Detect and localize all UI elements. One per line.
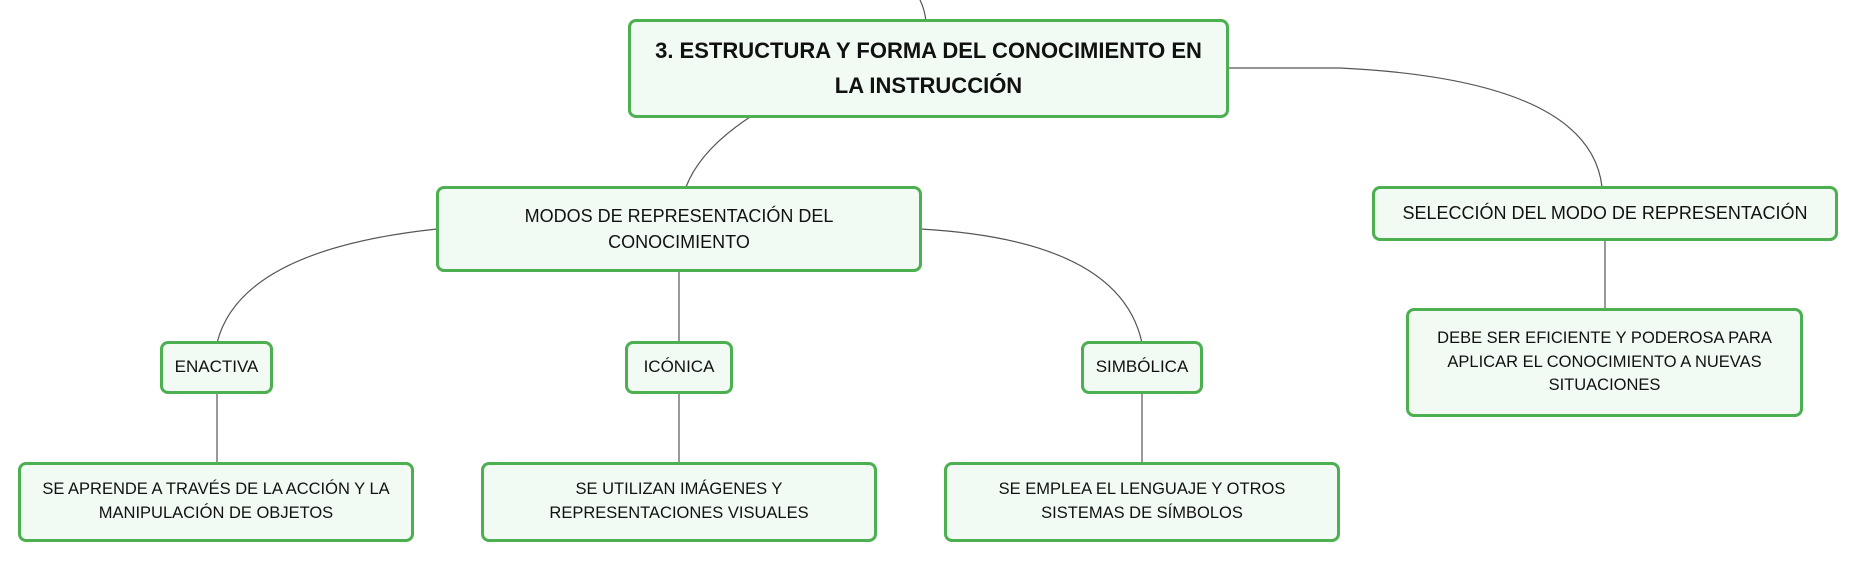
selection-node-label: SELECCIÓN DEL MODO DE REPRESENTACIÓN [1402, 203, 1808, 224]
root-node-label: 3. ESTRUCTURA Y FORMA DEL CONOCIMIENTO E… [655, 38, 1202, 98]
iconica-node[interactable]: ICÓNICA [625, 341, 733, 394]
connector-root-to-selection [1228, 67, 1603, 188]
enactiva-node[interactable]: ENACTIVA [160, 341, 273, 394]
connector-modes-to-simbolica [919, 228, 1143, 344]
connector-root-to-modes [685, 116, 751, 188]
modes-node[interactable]: MODOS DE REPRESENTACIÓN DEL CONOCIMIENTO [436, 186, 922, 272]
enactiva-detail-node[interactable]: SE APRENDE A TRAVÉS DE LA ACCIÓN Y LA MA… [18, 462, 414, 542]
simbolica-node[interactable]: SIMBÓLICA [1081, 341, 1203, 394]
simbolica-detail-label: SE EMPLEA EL LENGUAJE Y OTROS SISTEMAS D… [998, 480, 1286, 522]
iconica-node-label: ICÓNICA [643, 357, 715, 377]
selection-node[interactable]: SELECCIÓN DEL MODO DE REPRESENTACIÓN [1372, 186, 1838, 241]
selection-detail-node[interactable]: DEBE SER EFICIENTE Y PODEROSA PARA APLIC… [1406, 308, 1803, 417]
iconica-detail-label: SE UTILIZAN IMÁGENES Y REPRESENTACIONES … [549, 480, 809, 522]
simbolica-detail-node[interactable]: SE EMPLEA EL LENGUAJE Y OTROS SISTEMAS D… [944, 462, 1340, 542]
simbolica-node-label: SIMBÓLICA [1095, 357, 1189, 377]
modes-node-label: MODOS DE REPRESENTACIÓN DEL CONOCIMIENTO [524, 205, 834, 252]
root-node[interactable]: 3. ESTRUCTURA Y FORMA DEL CONOCIMIENTO E… [628, 19, 1229, 118]
iconica-detail-node[interactable]: SE UTILIZAN IMÁGENES Y REPRESENTACIONES … [481, 462, 877, 542]
connector-modes-to-enactiva [216, 228, 438, 344]
enactiva-detail-label: SE APRENDE A TRAVÉS DE LA ACCIÓN Y LA MA… [42, 480, 390, 522]
selection-detail-label: DEBE SER EFICIENTE Y PODEROSA PARA APLIC… [1437, 328, 1772, 395]
enactiva-node-label: ENACTIVA [174, 357, 259, 377]
